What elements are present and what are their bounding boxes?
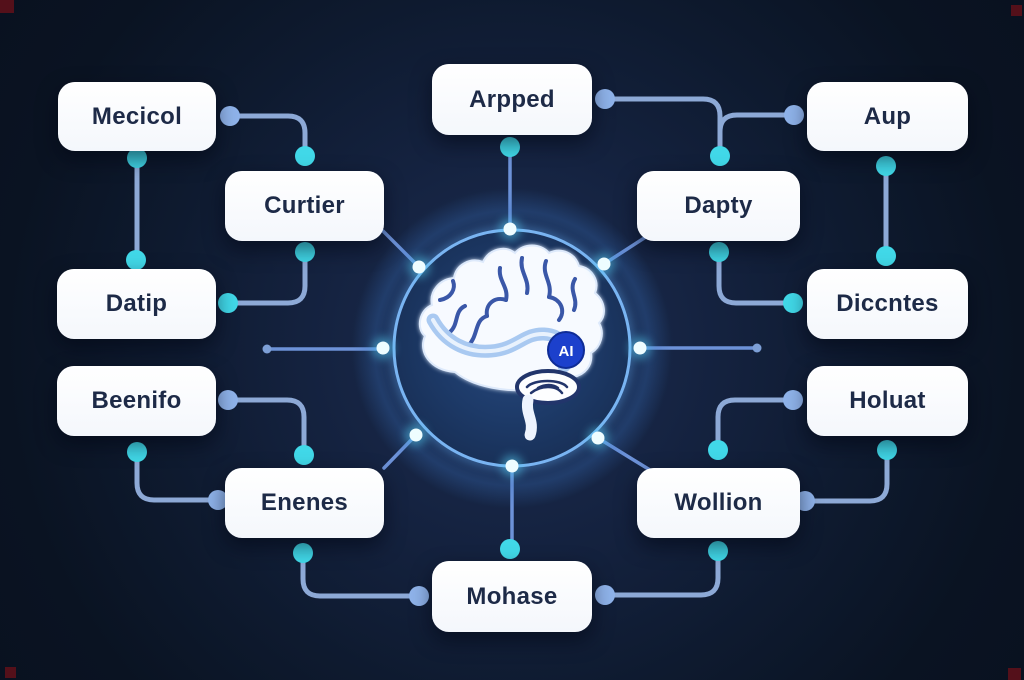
corner-mark (1011, 5, 1022, 16)
edge-beenifo-enenes (225, 397, 307, 458)
connector-dot (876, 156, 896, 176)
node-label: Beenifo (91, 387, 182, 414)
connector-dots-cyan (126, 137, 897, 563)
node-label: Mecicol (91, 102, 183, 130)
connector-dot (876, 246, 896, 266)
node-aup[interactable]: Aup (807, 82, 968, 151)
node-beenifo[interactable]: Beenifo (57, 366, 216, 436)
connector-dot (294, 445, 314, 465)
edge-beenifo-enenes-left (134, 449, 221, 503)
hub-glow-dot (372, 337, 394, 359)
node-holuat[interactable]: Holuat (807, 366, 968, 436)
node-label: Arpped (469, 85, 555, 113)
connector-dot (783, 390, 803, 410)
edge-curtier-datip (225, 249, 308, 306)
edge-aup-dapty (717, 112, 797, 159)
node-dapty[interactable]: Dapty (637, 171, 800, 241)
node-datip[interactable]: Datip (57, 269, 216, 339)
node-label: Enenes (260, 489, 349, 516)
edge-dapty-diccntes (716, 249, 796, 306)
edge-arpped-dapty (602, 96, 723, 159)
edge-enenes-mohase (300, 550, 422, 599)
node-label: Curtier (264, 192, 345, 219)
node-label: Dapty (684, 192, 753, 219)
node-mohase[interactable]: Mohase (432, 561, 592, 632)
node-diccntes[interactable]: Diccntes (807, 269, 968, 339)
connector-dot (127, 148, 147, 168)
ai-badge: AI (547, 331, 585, 369)
node-arpped[interactable]: Arpped (432, 64, 592, 135)
edge-wollion-holuat (802, 447, 890, 504)
node-label: Diccntes (836, 290, 939, 317)
connector-dot (220, 106, 240, 126)
connector-dot (709, 242, 729, 262)
connector-dot (783, 293, 803, 313)
edge-mohase-wollion (602, 548, 721, 598)
node-curtier[interactable]: Curtier (225, 171, 384, 241)
connector-dot (795, 491, 815, 511)
connector-dots-periwinkle (208, 89, 815, 606)
connector-dot (293, 543, 313, 563)
connector-dot (208, 490, 228, 510)
ai-badge-label: AI (559, 343, 574, 360)
connector-lines (134, 96, 890, 599)
edge-mecicol-curtier (227, 113, 308, 159)
connector-dot (127, 442, 147, 462)
edge-holuat-wollion (715, 397, 796, 453)
center-hub[interactable]: AI (372, 218, 651, 477)
connector-dot (877, 440, 897, 460)
corner-mark (0, 0, 14, 13)
hub-glow-dot (405, 424, 427, 446)
connector-dot (218, 293, 238, 313)
hub-glow-dot (629, 337, 651, 359)
connector-dot (708, 541, 728, 561)
node-wollion[interactable]: Wollion (637, 468, 800, 538)
node-label: Wollion (674, 489, 763, 516)
node-label: Holuat (849, 387, 926, 414)
connector-dot (500, 137, 520, 157)
connector-dot (295, 146, 315, 166)
hub-glow-dot (587, 427, 609, 449)
connector-dot (784, 105, 804, 125)
connector-dot (708, 440, 728, 460)
corner-mark (1008, 668, 1021, 680)
connector-dot (295, 242, 315, 262)
connector-dot (595, 585, 615, 605)
hub-glow-dot (593, 253, 615, 275)
node-enenes[interactable]: Enenes (225, 468, 384, 538)
node-mecicol[interactable]: Mecicol (58, 82, 216, 151)
node-label: Aup (863, 102, 912, 130)
connector-dot (595, 89, 615, 109)
hub-glow-dot (408, 256, 430, 278)
connector-dot (409, 586, 429, 606)
hub-glow-dot (501, 455, 523, 477)
connector-dot (710, 146, 730, 166)
connector-dot (500, 539, 520, 559)
connector-dot (126, 250, 146, 270)
connector-dot (218, 390, 238, 410)
hub-glow-dots (372, 218, 651, 477)
node-label: Mohase (466, 582, 558, 610)
corner-mark (5, 667, 16, 678)
hub-glow-dot (499, 218, 521, 240)
node-label: Datip (105, 290, 168, 317)
spoke-end-dot (752, 343, 762, 353)
spoke-end-dot (262, 344, 272, 354)
